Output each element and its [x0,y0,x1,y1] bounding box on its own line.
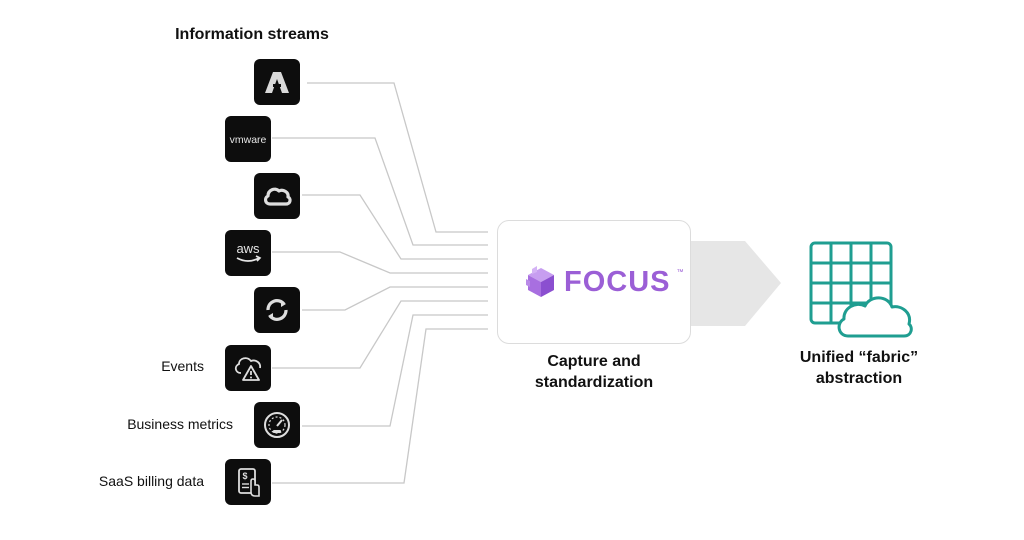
svg-text:vmware: vmware [230,134,267,146]
fabric-caption-line2: abstraction [815,370,903,387]
connector-line [302,194,488,260]
connector-line [302,286,488,311]
aws-logo-icon: aws [236,241,262,262]
refresh-sync-icon [266,299,288,321]
svg-text:$: $ [242,471,247,481]
focus-caption: Capture and standardization [497,351,691,393]
source-tile-a [254,59,300,105]
information-streams-title: Information streams [175,26,329,43]
focus-caption-line2: standardization [534,374,654,391]
source-tile-business-metrics [254,402,300,448]
focus-wordmark: FOCUS [564,265,671,298]
focus-trademark: ™ [676,269,684,276]
fabric-caption: Unified “fabric” abstraction [770,347,948,389]
cloud-warning-icon [234,357,262,381]
source-label-saas-billing: SaaS billing data [98,473,204,489]
connector-line [307,82,488,233]
source-tile-events [225,345,271,391]
billing-invoice-icon: $ [238,468,260,497]
focus-caption-line1: Capture and [547,353,641,370]
focus-cube-icon [526,266,554,297]
flow-arrow [690,241,781,326]
focus-logo: FOCUS ™ [524,265,684,299]
connector-line [302,314,488,427]
connector-group [272,82,488,484]
fabric-caption-line1: Unified “fabric” [799,349,919,366]
source-tile-saas-billing: $ [225,459,271,505]
grid-cloud-icon [809,241,913,338]
source-tile-vmware: vmware [225,116,271,162]
svg-text:aws: aws [236,241,260,256]
vmware-logo-icon: vmware [230,134,267,146]
source-label-events: Events [161,358,204,374]
speedometer-icon [264,412,290,438]
source-tile-aws: aws [225,230,271,276]
focus-card: FOCUS ™ [497,220,691,344]
connector-line [272,251,488,274]
source-tile-sync [254,287,300,333]
letter-a-logo-icon [265,72,289,93]
connector-line [272,300,488,369]
source-label-business-metrics: Business metrics [127,416,233,432]
source-tile-google-cloud [254,173,300,219]
google-cloud-logo-icon [263,187,292,206]
connector-line [272,137,488,246]
connector-line [272,328,488,484]
